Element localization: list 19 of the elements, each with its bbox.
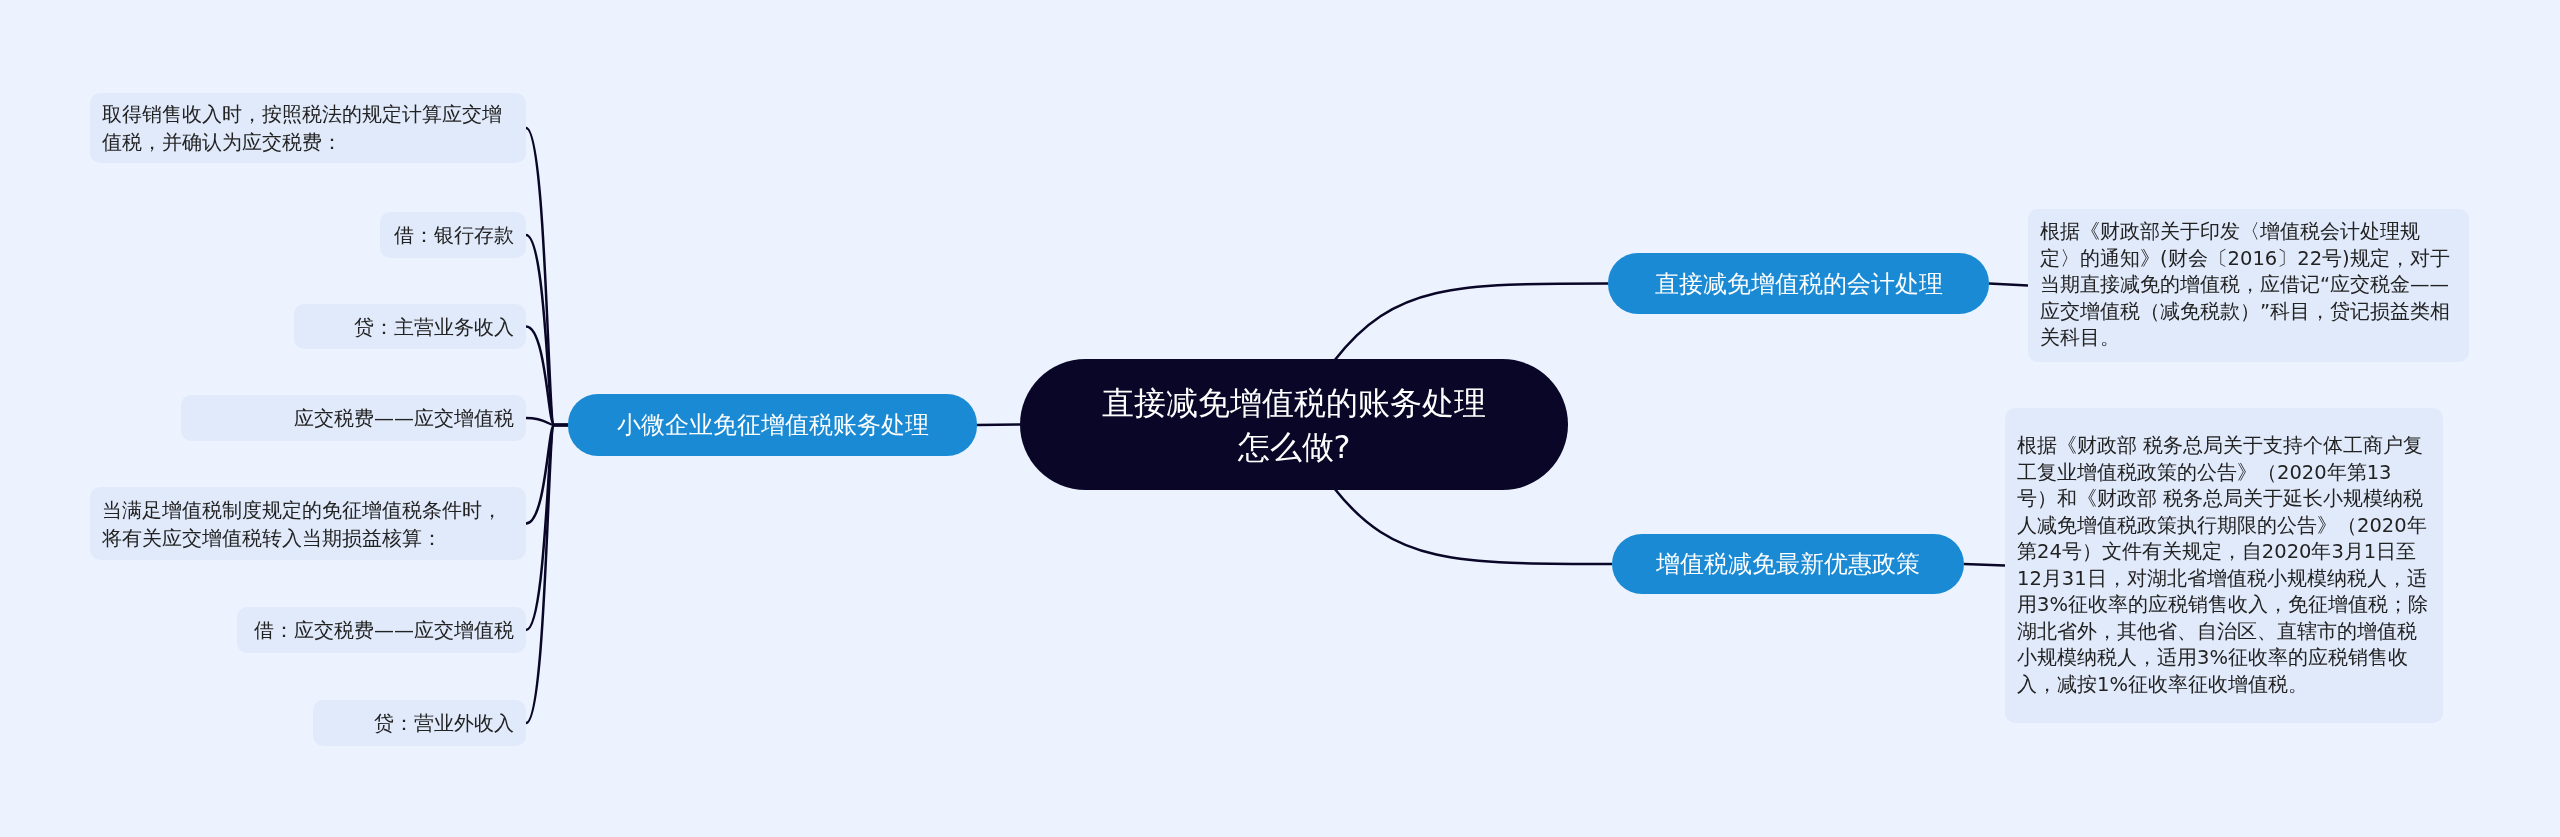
connector-line <box>977 423 1020 427</box>
connector-line <box>525 423 568 724</box>
central-topic: 直接减免增值税的账务处理怎么做? <box>1020 359 1568 490</box>
note-box: 借：银行存款 <box>380 212 526 258</box>
note-box: 贷：主营业务收入 <box>294 304 526 349</box>
connector-line <box>1963 562 2006 567</box>
topic-pill: 直接减免增值税的会计处理 <box>1608 253 1989 314</box>
connector-line <box>1988 282 2029 287</box>
note-box: 贷：营业外收入 <box>313 700 526 746</box>
connector-line <box>1333 487 1612 566</box>
topic-pill: 小微企业免征增值税账务处理 <box>568 394 977 456</box>
note-box: 借：应交税费——应交增值税 <box>237 607 526 653</box>
note-box: 根据《财政部关于印发〈增值税会计处理规定〉的通知》(财会〔2016〕22号)规定，对于当期直接减免的增值税，应借记“应交税金——应交增值税（减免税款）”科目，贷记损益类相关科目。 <box>2028 209 2469 362</box>
note-box: 当满足增值税制度规定的免征增值税条件时，将有关应交增值税转入当期损益核算： <box>90 487 526 560</box>
topic-pill: 增值税减免最新优惠政策 <box>1612 534 1964 594</box>
note-box: 应交税费——应交增值税 <box>181 395 526 441</box>
connector-line <box>1333 282 1608 362</box>
note-box: 根据《财政部 税务总局关于支持个体工商户复工复业增值税政策的公告》（2020年第13号）和《财政部 税务总局关于延长小规模纳税人减免增值税政策执行期限的公告》（2020年第24号）文件有关规定，自2020年3月1日至12月31日，对湖北省增值税小规模纳税人，适用3%征收率的应税销售收入，免征增值税；除湖北省外，其他省、自治区、直辖市的增值税小规模纳税人，适用3%征收率的应税销售收入，减按1%征收率征收增值税。 <box>2005 408 2443 723</box>
note-box: 取得销售收入时，按照税法的规定计算应交增值税，并确认为应交税费： <box>90 93 526 163</box>
